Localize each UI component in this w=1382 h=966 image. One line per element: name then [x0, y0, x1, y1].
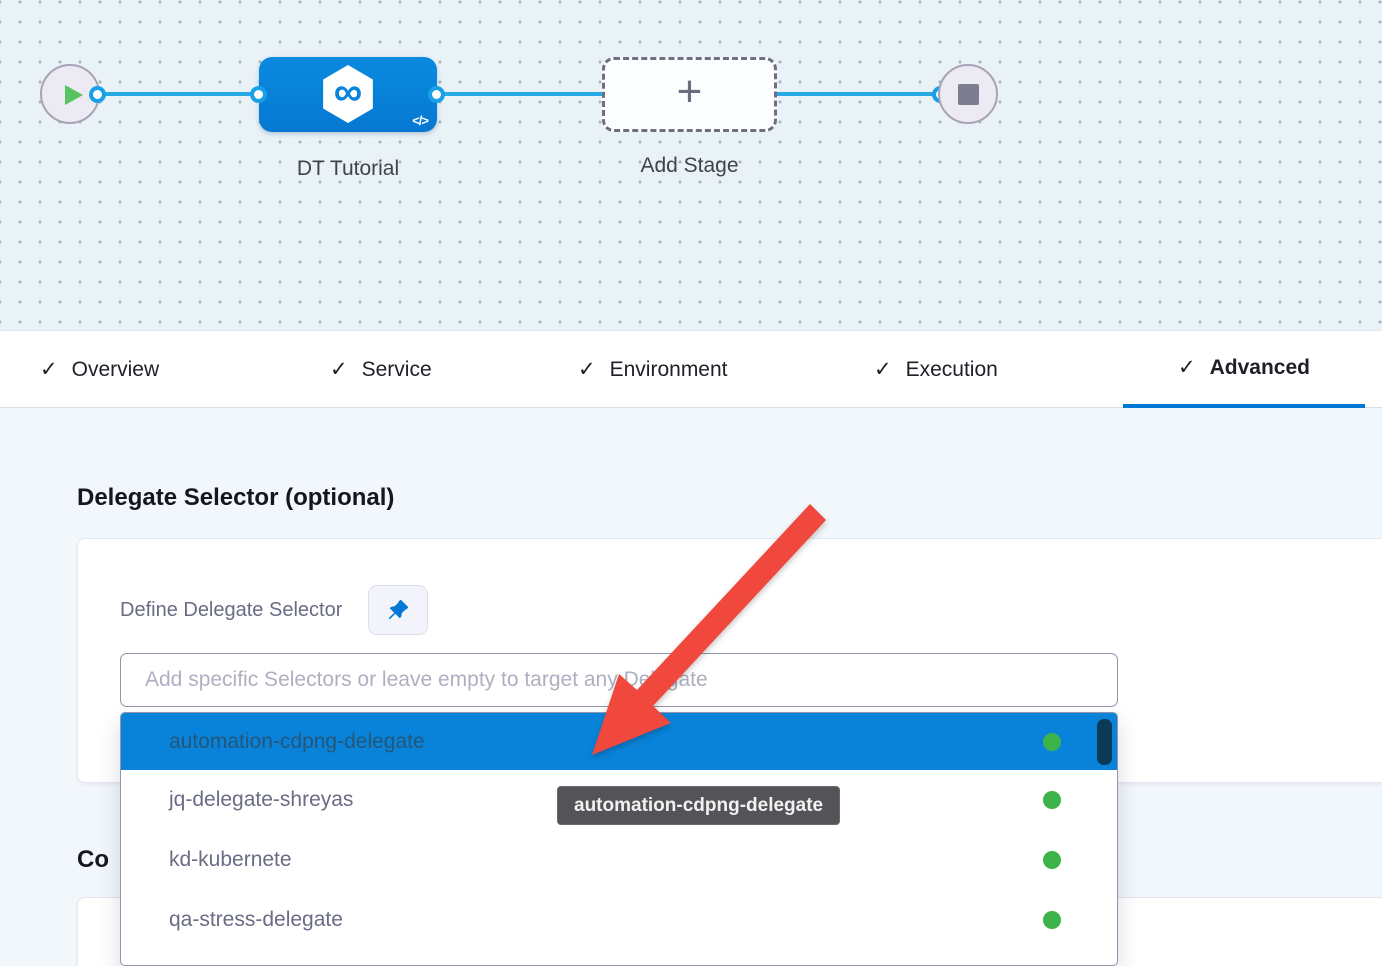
tab-advanced[interactable]: ✓ Advanced [1123, 331, 1365, 408]
connector-line [70, 92, 968, 96]
stage-node-dt-tutorial[interactable]: ∞ </> [259, 57, 437, 132]
status-dot-icon [1043, 732, 1061, 751]
tab-label: Execution [905, 357, 998, 381]
pin-icon [389, 599, 409, 620]
code-icon[interactable]: </> [412, 113, 429, 128]
plus-icon: + [676, 67, 703, 116]
stage-right-port[interactable] [428, 86, 445, 103]
pipeline-canvas[interactable]: ∞ </> + DT Tutorial Add Stage [0, 0, 1382, 332]
pin-button[interactable] [368, 585, 429, 635]
infinity-icon: ∞ [333, 70, 363, 114]
start-node-port[interactable] [89, 86, 106, 103]
tab-overview[interactable]: ✓ Overview [40, 331, 159, 408]
status-dot-icon [1043, 911, 1061, 929]
stage-tabbar: ✓ Overview ✓ Service ✓ Environment ✓ Exe… [0, 330, 1382, 408]
option-label: jq-delegate-shreyas [169, 788, 354, 811]
tab-label: Advanced [1209, 355, 1310, 379]
dropdown-option-jq-delegate-shreyas[interactable]: jq-delegate-shreyas [121, 770, 1117, 830]
add-stage-node[interactable]: + [602, 57, 777, 132]
tab-label: Overview [71, 357, 160, 381]
check-icon: ✓ [40, 358, 58, 381]
stage-left-port[interactable] [250, 86, 267, 103]
dropdown-option-qa-stress-delegate[interactable]: qa-stress-delegate [121, 890, 1117, 950]
pipeline-end-node[interactable] [938, 64, 998, 124]
check-icon: ✓ [578, 358, 596, 381]
option-label: qa-stress-delegate [169, 908, 343, 931]
status-dot-icon [1043, 791, 1061, 809]
tab-service[interactable]: ✓ Service [330, 331, 432, 408]
delegate-selector-heading: Delegate Selector (optional) [77, 484, 395, 511]
dropdown-option-kd-kubernete[interactable]: kd-kubernete [121, 830, 1117, 890]
scrollbar-thumb[interactable] [1097, 719, 1112, 765]
status-dot-icon [1043, 851, 1061, 869]
check-icon: ✓ [874, 358, 892, 381]
stop-icon [958, 84, 979, 105]
stage-label: DT Tutorial [296, 157, 400, 180]
tab-label: Environment [609, 357, 728, 381]
option-label: kd-kubernete [169, 848, 292, 871]
check-icon: ✓ [330, 358, 348, 381]
define-delegate-selector-label: Define Delegate Selector [120, 598, 343, 621]
option-label: automation-cdpng-delegate [169, 729, 425, 753]
check-icon: ✓ [1178, 356, 1196, 379]
delegate-tooltip: automation-cdpng-delegate [557, 786, 841, 825]
delegate-selector-input[interactable] [120, 653, 1118, 707]
tab-label: Service [361, 357, 432, 381]
delegate-dropdown: automation-cdpng-delegate jq-delegate-sh… [120, 712, 1118, 966]
add-stage-label: Add Stage [640, 154, 739, 177]
harness-cd-hexagon-icon: ∞ [323, 65, 373, 123]
section-heading-partial: Co [77, 846, 109, 873]
dropdown-option-automation-cdpng-delegate[interactable]: automation-cdpng-delegate [121, 713, 1117, 770]
play-icon [65, 85, 83, 105]
tab-execution[interactable]: ✓ Execution [874, 331, 998, 408]
tab-environment[interactable]: ✓ Environment [578, 331, 728, 408]
